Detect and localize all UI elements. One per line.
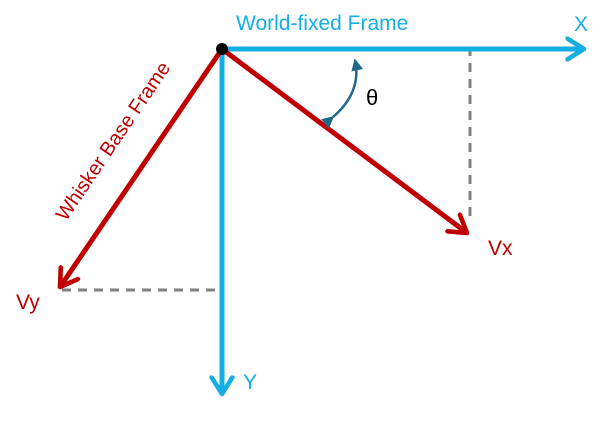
- world-frame-label: World-fixed Frame: [236, 12, 408, 35]
- origin-point: [216, 43, 228, 55]
- vy-vector: [60, 47, 225, 287]
- y-axis-label: Y: [243, 371, 257, 394]
- vy-label: Vy: [16, 291, 40, 314]
- theta-angle-arc: [321, 58, 364, 129]
- vx-label: Vx: [488, 237, 513, 260]
- x-axis-label: X: [574, 13, 588, 36]
- vx-vector: [220, 47, 467, 233]
- theta-label: θ: [366, 85, 378, 110]
